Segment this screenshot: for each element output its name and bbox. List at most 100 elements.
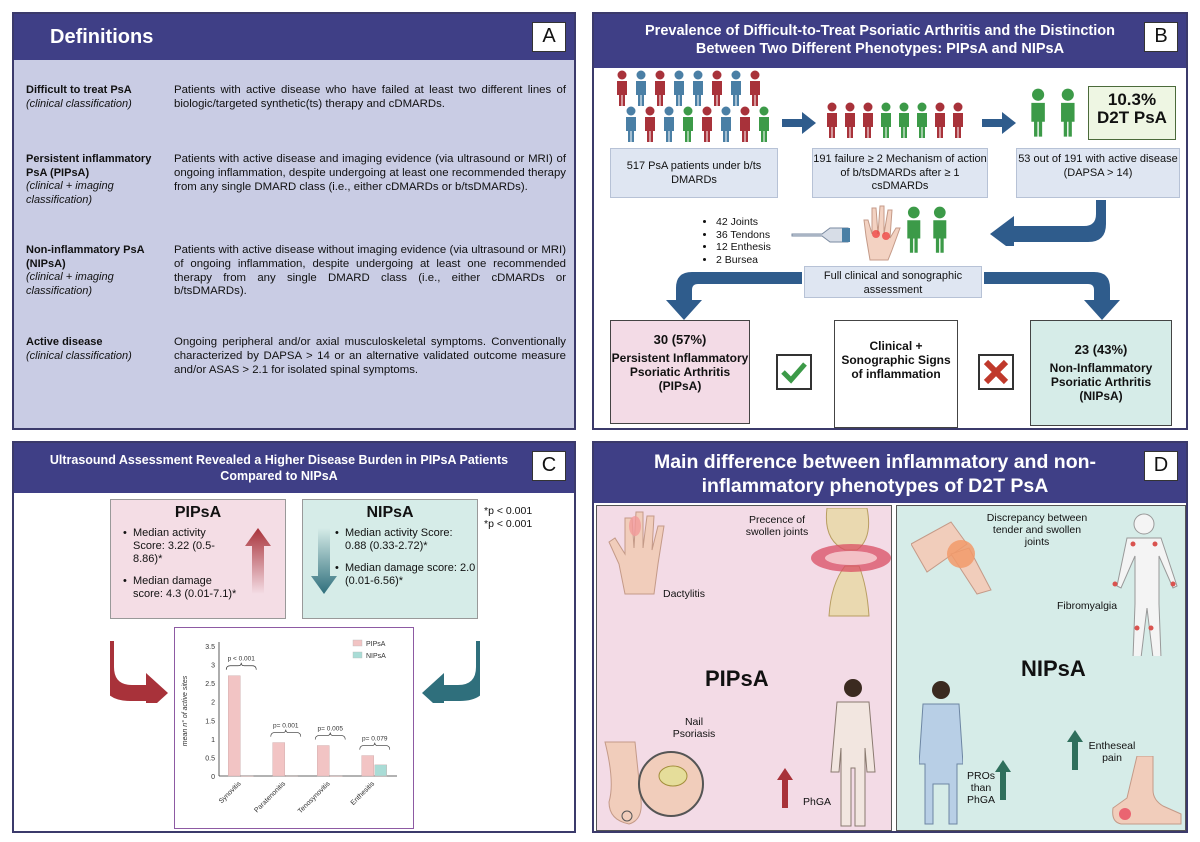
nipsa-heading: NIPsA	[366, 504, 414, 521]
failure-box: 191 failure ≥ 2 Mechanism of action of b…	[812, 148, 988, 198]
y-axis-label: mean n° of active sites	[181, 675, 189, 746]
assessment-sites-list: 42 Joints 36 Tendons 12 Enthesis 2 Burse…	[704, 216, 771, 266]
p-value-bracket	[225, 662, 257, 670]
left-branch-arrow-icon	[666, 272, 802, 320]
legend-swatch	[352, 639, 363, 647]
bar-nipsa	[241, 775, 254, 777]
list-item: 12 Enthesis	[716, 241, 771, 254]
bar-pipsa	[361, 755, 374, 777]
down-arrow-icon	[311, 528, 337, 594]
bar-pipsa	[228, 675, 241, 777]
nipsa-result-box: 23 (43%) Non-Inflammatory Psoriatic Arth…	[1030, 320, 1172, 426]
y-tick-label: 2	[211, 700, 215, 707]
definition-term: Difficult to treat PsA(clinical classifi…	[26, 84, 132, 110]
phga-label: PhGA	[803, 796, 832, 808]
pipsa-heading: PIPsA	[174, 504, 222, 521]
panel-b-title: Prevalence of Difficult-to-Treat Psoriat…	[594, 14, 1186, 68]
foot-nail-icon	[604, 741, 704, 825]
knee-icon	[911, 521, 992, 595]
y-tick-label: 3	[211, 663, 215, 670]
pros-label: PROs than PhGA	[966, 770, 995, 806]
pipsa-result-box: 30 (57%) Persistent Inflammatory Psoriat…	[610, 320, 750, 424]
nipsa-score-box: NIPsA Median activity Score: 0.88 (0.33-…	[302, 499, 478, 619]
assessment-box: Full clinical and sonographic assessment	[804, 266, 982, 298]
list-item: Median damage score: 2.0 (0.01-6.56)*	[335, 562, 477, 588]
patients-crowd-icon	[617, 70, 769, 142]
list-item: 42 Joints	[716, 216, 771, 229]
up-arrow-icon	[245, 528, 271, 594]
flow-arrow-icon	[982, 112, 1016, 134]
clinical-signs-box: Clinical + Sonographic Signs of inflamma…	[834, 320, 958, 428]
definition-text: Patients with active disease who have fa…	[174, 84, 566, 110]
panel-a-letter: A	[532, 22, 566, 52]
foot-heel-icon	[1112, 756, 1182, 825]
x-tick-label: Enthesitis	[350, 780, 377, 807]
panel-a-definitions: Definitions A Difficult to treat PsA(cli…	[12, 12, 576, 430]
entheseal-label: Entheseal pain	[1088, 740, 1136, 764]
definition-text: Patients with active disease and imaging…	[174, 153, 566, 193]
bar-nipsa	[285, 775, 298, 777]
legend-swatch	[352, 651, 363, 659]
ultrasound-probe-icon	[791, 227, 850, 243]
bar-pipsa	[272, 742, 285, 777]
bar-nipsa	[330, 775, 343, 777]
legend-label: PIPsA	[366, 641, 386, 648]
chart-svg: 0 0.5 1 1.5 2 2.5 3 3.5 mean n° of active sitesS…	[181, 639, 397, 815]
swollen-joint-icon	[811, 508, 891, 617]
left-curved-arrow-icon	[110, 641, 168, 703]
p-value-label: p= 0.001	[273, 723, 299, 730]
p-value-bracket	[359, 742, 391, 750]
definition-text: Patients with active disease without ima…	[174, 244, 566, 298]
bar-nipsa	[374, 764, 387, 777]
dactylitis-label: Dactylitis	[663, 588, 706, 600]
panel-d-phenotypes: Main difference between inflammatory and…	[592, 441, 1188, 833]
p-value-label: p= 0.079	[362, 736, 388, 743]
y-tick-label: 0	[211, 774, 215, 781]
active-disease-box: 53 out of 191 with active disease (DAPSA…	[1016, 148, 1180, 198]
d2t-badge: 10.3% D2T PsA	[1088, 86, 1176, 140]
y-tick-label: 0.5	[205, 755, 215, 762]
definition-term: Non-inflammatory PsA (NIPsA)(clinical + …	[26, 244, 145, 297]
pipsa-score-box: PIPsA Median activity Score: 3.22 (0.5-8…	[110, 499, 286, 619]
discrepancy-label: Discrepancy between tender and swollen j…	[986, 512, 1088, 548]
right-curved-arrow-icon	[422, 641, 480, 703]
p-value-label: p= 0.005	[318, 726, 344, 733]
right-branch-arrow-icon	[984, 272, 1120, 320]
p-value-notes: *p < 0.001 *p < 0.001	[484, 505, 533, 530]
list-item: Median activity Score: 3.22 (0.5-8.86)*	[123, 527, 239, 566]
panel-c-letter: C	[532, 451, 566, 481]
p-value-label: p < 0.001	[228, 656, 256, 663]
patient-gown-icon	[919, 681, 963, 825]
definition-term: Active disease(clinical classification)	[26, 336, 132, 362]
y-tick-label: 1	[211, 737, 215, 744]
y-tick-label: 3.5	[205, 644, 215, 651]
pipsa-label: PIPsA	[705, 666, 769, 691]
definition-text: Ongoing peripheral and/or axial musculos…	[174, 336, 566, 376]
x-tick-label: Synovitis	[218, 780, 243, 805]
y-tick-label: 1.5	[205, 718, 215, 725]
flow-arrow-icon	[782, 112, 816, 134]
pipsa-phenotype-panel: Dactylitis Precence of swollen joints PI…	[596, 505, 892, 831]
panel-d-title: Main difference between inflammatory and…	[594, 443, 1186, 503]
curved-arrow-icon	[990, 200, 1106, 246]
panel-b-letter: B	[1144, 22, 1178, 52]
list-item: Median damage score: 4.3 (0.01-7.1)*	[123, 575, 239, 601]
failure-group-icon	[827, 102, 963, 138]
body-outline-icon	[1112, 513, 1178, 656]
panel-b-prevalence: Prevalence of Difficult-to-Treat Psoriat…	[592, 12, 1188, 430]
d2t-patients-icon	[907, 206, 947, 253]
patients-box: 517 PsA patients under b/ts DMARDs	[610, 148, 778, 198]
panel-c-ultrasound: Ultrasound Assessment Revealed a Higher …	[12, 441, 576, 833]
nipsa-label: NIPsA	[1021, 656, 1086, 681]
pros-up-arrow-icon	[995, 760, 1011, 800]
swollen-joints-label: Precence of swollen joints	[745, 514, 809, 538]
checkmark-icon	[776, 354, 812, 390]
y-tick-label: 2.5	[205, 681, 215, 688]
x-tick-label: Tenosynovitis	[297, 780, 332, 815]
hand-dactylitis-icon	[608, 511, 665, 595]
list-item: 36 Tendons	[716, 229, 771, 242]
bar-pipsa	[317, 745, 330, 777]
nipsa-phenotype-panel: Discrepancy between tender and swollen j…	[896, 505, 1186, 831]
x-tick-label: Paratenonitis	[253, 780, 287, 814]
definition-term: Persistent inflammatory PsA (PIPsA)(clin…	[26, 153, 152, 206]
